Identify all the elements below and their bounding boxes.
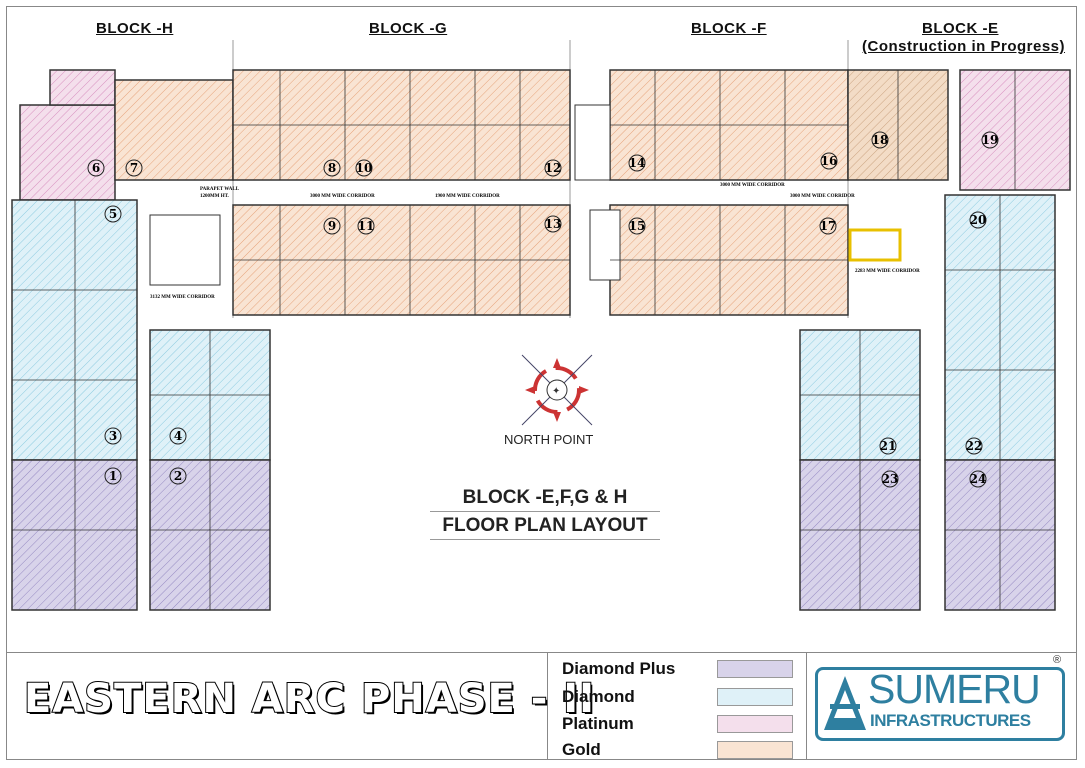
unit-number: 11 bbox=[358, 219, 375, 233]
legend-label-diamond-plus: Diamond Plus bbox=[562, 659, 676, 678]
unit-number: 14 bbox=[629, 156, 646, 170]
unit-circle bbox=[981, 131, 999, 149]
unit-circle bbox=[879, 437, 897, 455]
unit-circle bbox=[323, 159, 341, 177]
block-f-title: BLOCK -F bbox=[691, 20, 767, 37]
drawing-title: BLOCK -E,F,G & H FLOOR PLAN LAYOUT bbox=[430, 484, 660, 540]
title-block-divider bbox=[547, 652, 548, 760]
unit-number: 3 bbox=[109, 429, 117, 443]
unit-number: 22 bbox=[966, 439, 983, 453]
unit-circle bbox=[871, 131, 889, 149]
brand-subtitle: INFRASTRUCTURES bbox=[870, 711, 1031, 730]
legend-swatch-diamond bbox=[717, 688, 793, 706]
unit-circle bbox=[969, 211, 987, 229]
unit-number: 15 bbox=[629, 219, 646, 233]
unit-number: 24 bbox=[970, 472, 987, 486]
unit-number: 17 bbox=[820, 219, 837, 233]
unit-circle bbox=[881, 470, 899, 488]
unit-number: 18 bbox=[872, 133, 889, 147]
unit-circle bbox=[820, 152, 838, 170]
unit-number: 1 bbox=[109, 469, 117, 483]
unit-circle bbox=[628, 217, 646, 235]
unit-number: 21 bbox=[880, 439, 897, 453]
floor-plan: 3000 MM WIDE CORRIDOR 1900 MM WIDE CORRI… bbox=[11, 40, 1071, 611]
unit-circle bbox=[87, 159, 105, 177]
corridor-label: 3000 MM WIDE CORRIDOR bbox=[310, 194, 375, 199]
legend-swatch-gold bbox=[717, 741, 793, 759]
unit-circle bbox=[104, 467, 122, 485]
legend-label-gold: Gold bbox=[562, 740, 601, 759]
unit-number: 8 bbox=[328, 161, 336, 175]
corridor-label: 3000 MM WIDE CORRIDOR bbox=[790, 194, 855, 199]
unit-number: 10 bbox=[356, 161, 373, 175]
block-h-title: BLOCK -H bbox=[96, 20, 174, 37]
drawing-title-line2: FLOOR PLAN LAYOUT bbox=[430, 512, 660, 540]
unit-circle bbox=[544, 159, 562, 177]
corridor-label: 3000 MM WIDE CORRIDOR bbox=[720, 183, 785, 188]
unit-number: 9 bbox=[328, 219, 336, 233]
block-g-title: BLOCK -G bbox=[369, 20, 448, 37]
unit-circle bbox=[969, 470, 987, 488]
north-point-label: NORTH POINT bbox=[504, 432, 594, 447]
unit-circle bbox=[104, 427, 122, 445]
unit-number: 16 bbox=[821, 154, 838, 168]
brand-name: SUMERU bbox=[868, 666, 1041, 712]
block-e-status: (Construction in Progress) bbox=[862, 38, 1066, 55]
unit-number: 12 bbox=[545, 161, 562, 175]
north-point-icon: ✦ bbox=[521, 354, 593, 426]
corridor-label: 3132 MM WIDE CORRIDOR bbox=[150, 295, 215, 300]
unit-circle bbox=[544, 215, 562, 233]
svg-text:✦: ✦ bbox=[552, 386, 560, 397]
unit-number: 7 bbox=[130, 161, 138, 175]
unit-circle bbox=[355, 159, 373, 177]
unit-circle bbox=[323, 217, 341, 235]
title-block-divider bbox=[806, 652, 807, 760]
unit-circle bbox=[965, 437, 983, 455]
registered-mark: ® bbox=[1053, 654, 1062, 666]
unit-number: 19 bbox=[982, 133, 999, 147]
unit-circle bbox=[628, 154, 646, 172]
unit-circle bbox=[125, 159, 143, 177]
corridor-label: 2283 MM WIDE CORRIDOR bbox=[855, 269, 920, 274]
parapet-label: 1200MM HT. bbox=[200, 194, 230, 199]
drawing-title-line1: BLOCK -E,F,G & H bbox=[430, 484, 660, 512]
title-block bbox=[6, 652, 1077, 761]
unit-circle bbox=[104, 205, 122, 223]
legend-swatch-diamond-plus bbox=[717, 660, 793, 678]
unit-number: 20 bbox=[970, 213, 987, 227]
unit-circle bbox=[169, 427, 187, 445]
brand-logo-icon bbox=[824, 676, 866, 730]
unit-circle bbox=[357, 217, 375, 235]
block-e-title: BLOCK -E bbox=[922, 20, 999, 37]
legend-label-diamond: Diamond bbox=[562, 687, 635, 706]
legend-label-platinum: Platinum bbox=[562, 714, 634, 733]
unit-circle bbox=[819, 217, 837, 235]
parapet-label: PARAPET WALL bbox=[200, 187, 240, 192]
unit-number: 5 bbox=[109, 207, 117, 221]
project-name: EASTERN ARC PHASE - II bbox=[23, 675, 596, 723]
unit-number: 13 bbox=[545, 217, 562, 231]
unit-number: 2 bbox=[174, 469, 182, 483]
unit-number: 23 bbox=[882, 472, 899, 486]
legend-swatch-platinum bbox=[717, 715, 793, 733]
corridor-label: 1900 MM WIDE CORRIDOR bbox=[435, 194, 500, 199]
unit-number: 6 bbox=[92, 161, 100, 175]
unit-circle bbox=[169, 467, 187, 485]
unit-number: 4 bbox=[174, 429, 182, 443]
drawing-frame bbox=[6, 6, 1077, 760]
